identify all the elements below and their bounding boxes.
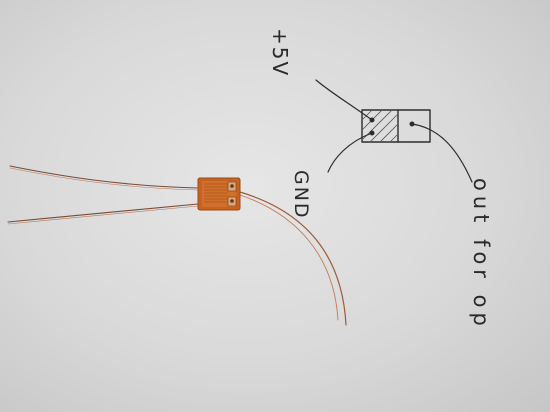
- sensor-box-outline: [361, 109, 431, 143]
- sketch-ink: [315, 79, 473, 183]
- sensor-box-hatching: [361, 109, 399, 143]
- strain-gauge: [197, 177, 241, 211]
- lead-wires-right: [239, 191, 347, 326]
- wire-gnd: [327, 132, 373, 173]
- wire-out: [411, 123, 473, 183]
- wire-5v: [315, 79, 373, 121]
- label-plus-5v: +5V: [268, 28, 292, 78]
- label-gnd: GND: [290, 170, 312, 220]
- lead-wires-left: [7, 165, 199, 225]
- label-out-for-op: out for op: [469, 178, 493, 331]
